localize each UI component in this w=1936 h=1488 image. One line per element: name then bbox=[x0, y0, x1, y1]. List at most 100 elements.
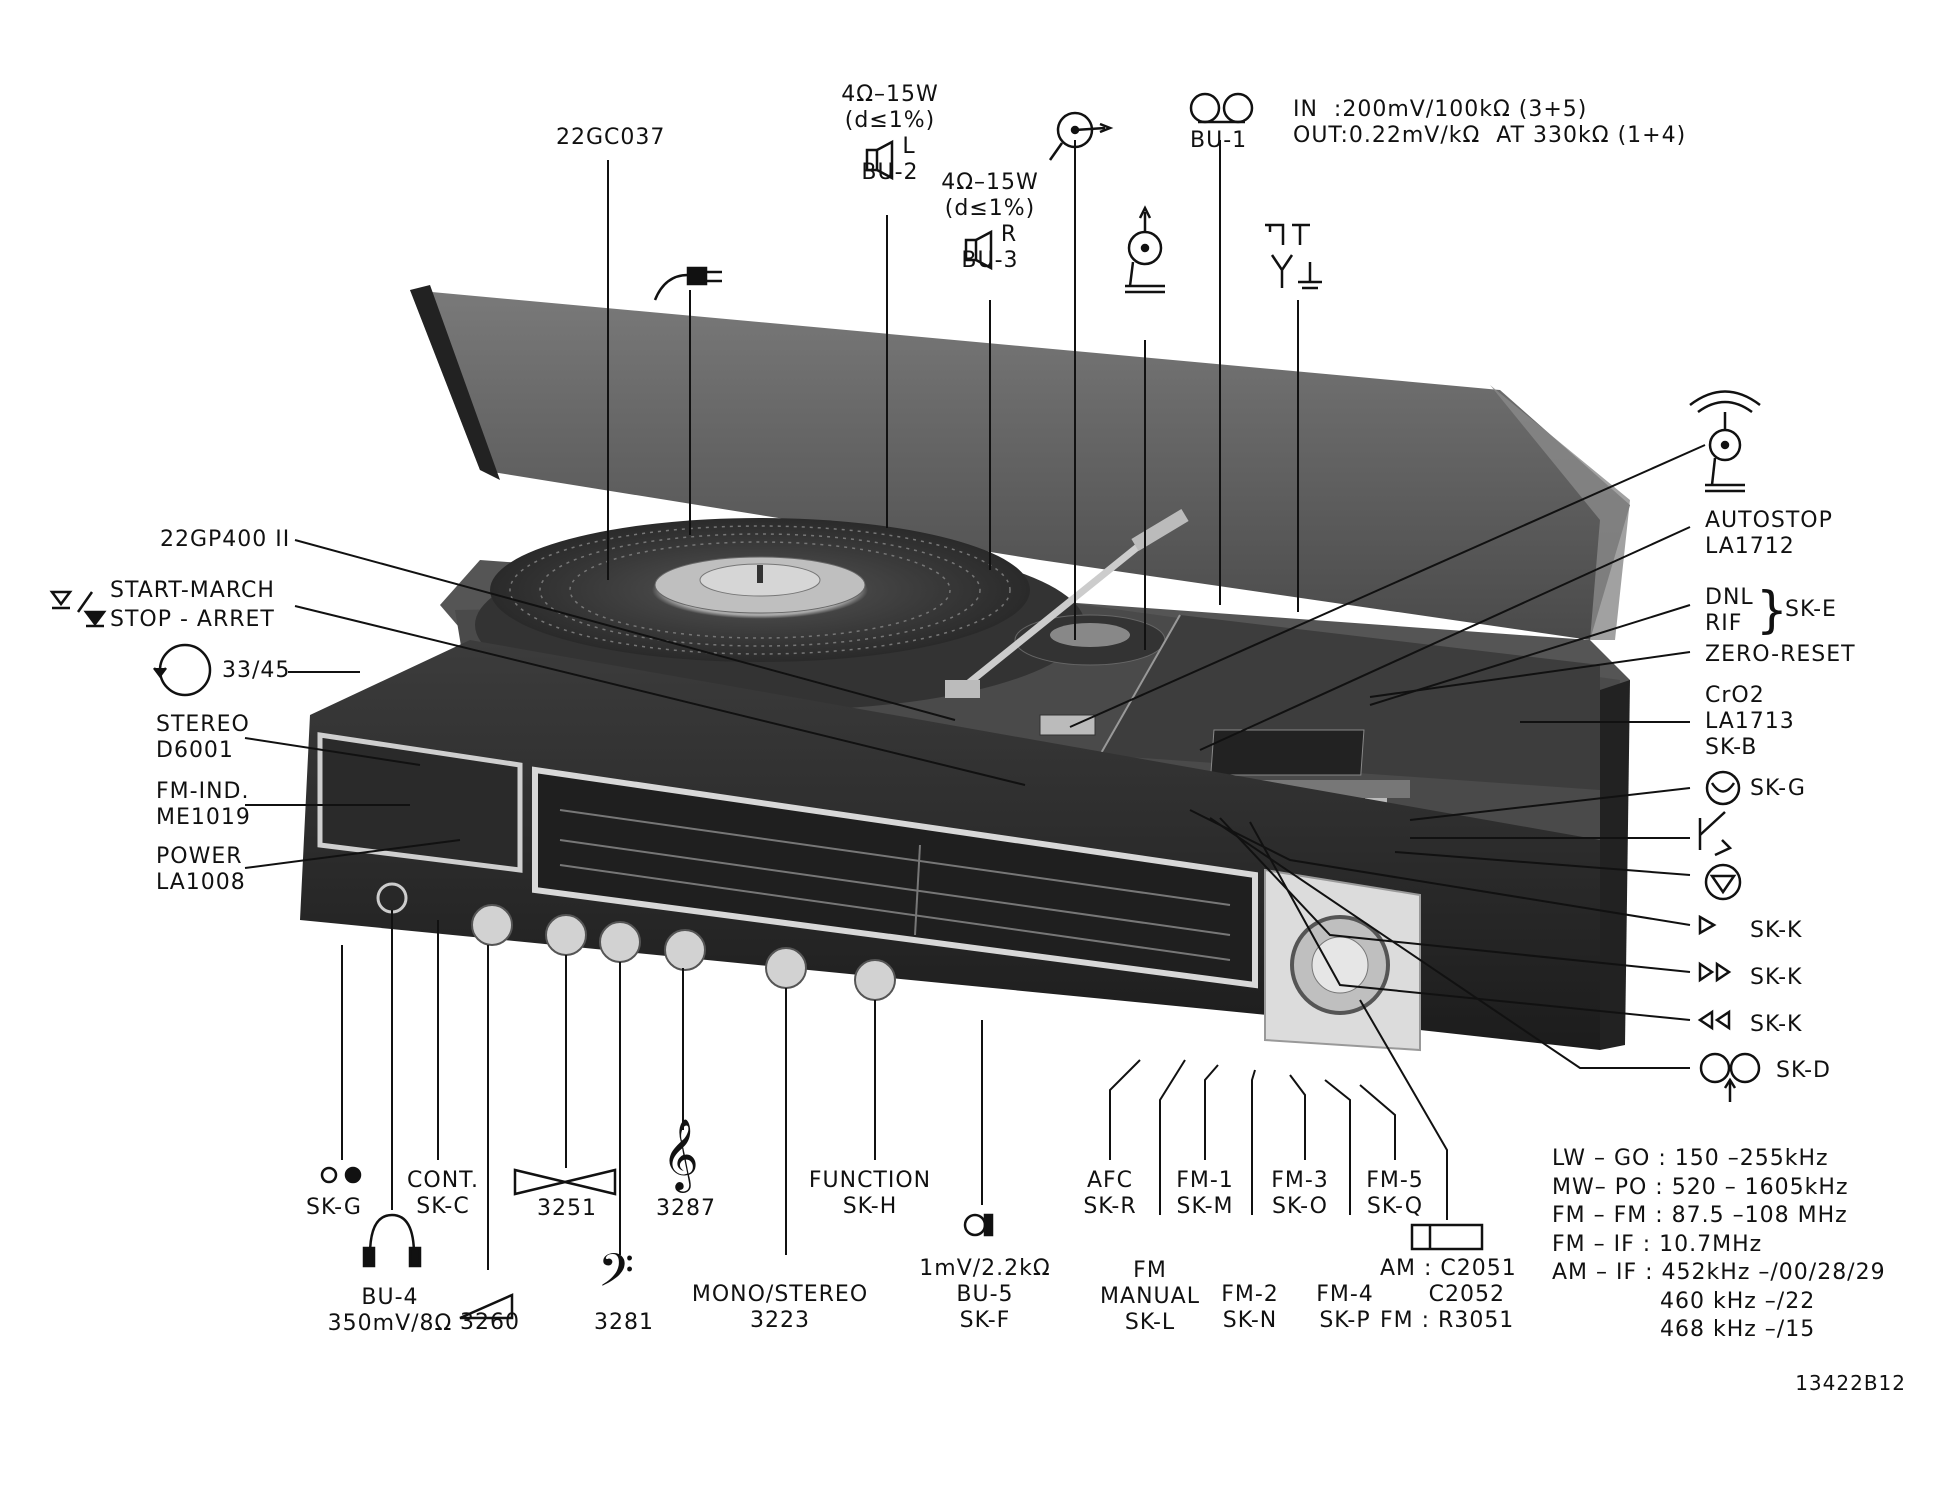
dust-cover bbox=[410, 285, 1630, 640]
mono-speaker-icon bbox=[963, 1213, 994, 1237]
power-title: POWER bbox=[156, 844, 243, 869]
io-in: IN :200mV/100kΩ (3+5) bbox=[1293, 97, 1588, 122]
bu5-switch: SK-F bbox=[959, 1308, 1011, 1333]
label-autostop: AUTOSTOP LA1712 bbox=[1705, 508, 1833, 560]
mains-plug-icon bbox=[653, 266, 722, 301]
tone-arm bbox=[945, 508, 1189, 736]
frequency-table: LW – GO : 150 –255kHz MW– PO : 520 – 160… bbox=[1552, 1145, 1886, 1345]
freq-lw: LW – GO : 150 –255kHz bbox=[1552, 1146, 1829, 1171]
svg-text:𝄞: 𝄞 bbox=[662, 1117, 699, 1193]
label-fmind: FM-IND. ME1019 bbox=[156, 779, 251, 831]
antenna-icon bbox=[1265, 223, 1322, 290]
stereo-title: STEREO bbox=[156, 712, 250, 737]
fmmanual-fm: FM bbox=[1133, 1258, 1167, 1283]
bu3-code: BU-3 bbox=[961, 248, 1019, 273]
svg-text:𝄢: 𝄢 bbox=[598, 1244, 634, 1309]
label-fm-manual: FM MANUAL SK-L bbox=[1090, 1258, 1210, 1336]
label-stop: STOP - ARRET bbox=[110, 607, 275, 632]
label-bu4: BU-4 350mV/8Ω bbox=[320, 1285, 460, 1337]
level-meter-icon bbox=[1689, 390, 1761, 493]
headphones-icon bbox=[362, 1213, 422, 1268]
stereo-code: D6001 bbox=[156, 738, 234, 763]
fm3-title: FM-3 bbox=[1271, 1168, 1329, 1193]
label-afc: AFC SK-R bbox=[1065, 1168, 1155, 1220]
label-3251: 3251 bbox=[537, 1196, 597, 1221]
label-io-spec: IN :200mV/100kΩ (3+5) OUT:0.22mV/kΩ AT 3… bbox=[1293, 97, 1686, 149]
speaker-icon bbox=[964, 229, 993, 271]
fm5-title: FM-5 bbox=[1366, 1168, 1424, 1193]
treble-clef-icon: 𝄞 bbox=[662, 1117, 699, 1193]
autostop-title: AUTOSTOP bbox=[1705, 508, 1833, 533]
fm1-code: SK-M bbox=[1176, 1194, 1234, 1219]
stop-icon bbox=[1704, 863, 1742, 901]
label-3287: 3287 bbox=[656, 1196, 716, 1221]
freq-mw: MW– PO : 520 – 1605kHz bbox=[1552, 1174, 1849, 1200]
rif-title: RIF bbox=[1705, 611, 1743, 636]
power-code: LA1008 bbox=[156, 870, 246, 895]
bu4-code: BU-4 bbox=[361, 1285, 419, 1310]
autostop-code: LA1712 bbox=[1705, 534, 1795, 559]
bu2-code: BU-2 bbox=[861, 160, 919, 185]
bu4-spec: 350mV/8Ω bbox=[327, 1311, 453, 1336]
bu3-channel: R bbox=[1000, 222, 1018, 247]
label-bu3: 4Ω–15W (d≤1%) R BU-3 bbox=[930, 170, 1050, 274]
am-coil-2: C2052 bbox=[1428, 1282, 1505, 1307]
label-bu1: BU-1 bbox=[1190, 128, 1248, 153]
reel-icon bbox=[1699, 1052, 1761, 1102]
label-fm3: FM-3 SK-O bbox=[1255, 1168, 1345, 1220]
bu2-power: 4Ω–15W bbox=[841, 82, 939, 107]
label-22gp400: 22GP400 II bbox=[160, 527, 291, 552]
tape-selector-icon bbox=[1705, 770, 1741, 806]
fmind-code: ME1019 bbox=[156, 805, 251, 830]
fm1-title: FM-1 bbox=[1176, 1168, 1234, 1193]
cont-code: SK-C bbox=[416, 1194, 470, 1219]
label-cro2: CrO2 LA1713 SK-B bbox=[1705, 683, 1795, 761]
fm2-code: SK-N bbox=[1222, 1308, 1278, 1333]
bu5-spec: 1mV/2.2kΩ bbox=[919, 1256, 1051, 1281]
fmmanual-code: SK-L bbox=[1124, 1310, 1176, 1335]
label-play: SK-K bbox=[1750, 918, 1803, 943]
label-ske: SK-E bbox=[1785, 597, 1837, 622]
label-rew: SK-K bbox=[1750, 1012, 1803, 1037]
fmmanual-manual: MANUAL bbox=[1100, 1284, 1200, 1309]
play-icon bbox=[1698, 914, 1717, 936]
fast-forward-icon bbox=[1698, 961, 1732, 983]
label-fm1: FM-1 SK-M bbox=[1160, 1168, 1250, 1220]
freq-am-if-1: AM – IF : 452kHz –/00/28/29 bbox=[1552, 1260, 1886, 1285]
monostereo-code: 3223 bbox=[750, 1308, 810, 1333]
brace-dnl: } bbox=[1756, 581, 1789, 639]
bass-clef-icon: 𝄢 bbox=[598, 1244, 634, 1309]
tonearm-icon bbox=[1048, 111, 1114, 161]
speed-icon bbox=[153, 643, 212, 697]
label-fm5: FM-5 SK-Q bbox=[1350, 1168, 1440, 1220]
ferrite-antenna-icon bbox=[1410, 1223, 1484, 1251]
label-3260: 3260 bbox=[460, 1310, 520, 1335]
label-mono-stereo: MONO/STEREO 3223 bbox=[680, 1282, 880, 1334]
fm-resistor: FM : R3051 bbox=[1380, 1308, 1515, 1333]
label-skd: SK-D bbox=[1776, 1058, 1831, 1083]
turntable bbox=[475, 518, 1085, 710]
fm4-title: FM-4 bbox=[1316, 1282, 1374, 1307]
bu2-channel: L bbox=[902, 134, 916, 159]
label-zero-reset: ZERO-RESET bbox=[1705, 642, 1856, 667]
label-cont: CONT. SK-C bbox=[398, 1168, 488, 1220]
label-ff: SK-K bbox=[1750, 965, 1803, 990]
bu2-distortion: (d≤1%) bbox=[844, 108, 936, 133]
label-dnl: DNL RIF bbox=[1705, 585, 1754, 637]
label-function: FUNCTION SK-H bbox=[800, 1168, 940, 1220]
start-stop-icon bbox=[49, 590, 107, 628]
cro2-code: LA1713 bbox=[1705, 709, 1795, 734]
figure-id: 13422B12 bbox=[1795, 1371, 1906, 1395]
freq-fm: FM – FM : 87.5 –108 MHz bbox=[1552, 1203, 1848, 1228]
label-fm2: FM-2 SK-N bbox=[1205, 1282, 1295, 1334]
label-skg-right: SK-G bbox=[1750, 776, 1806, 801]
dnl-title: DNL bbox=[1705, 585, 1754, 610]
volume-wedge-icon bbox=[459, 1293, 514, 1320]
afc-code: SK-R bbox=[1083, 1194, 1137, 1219]
balance-icon bbox=[320, 1166, 362, 1184]
reel-icon bbox=[1189, 92, 1254, 124]
tone-wedge-icon bbox=[513, 1168, 617, 1196]
io-out: OUT:0.22mV/kΩ AT 330kΩ (1+4) bbox=[1293, 123, 1687, 148]
freq-am-if-3: 468 kHz –/15 bbox=[1660, 1317, 1816, 1342]
